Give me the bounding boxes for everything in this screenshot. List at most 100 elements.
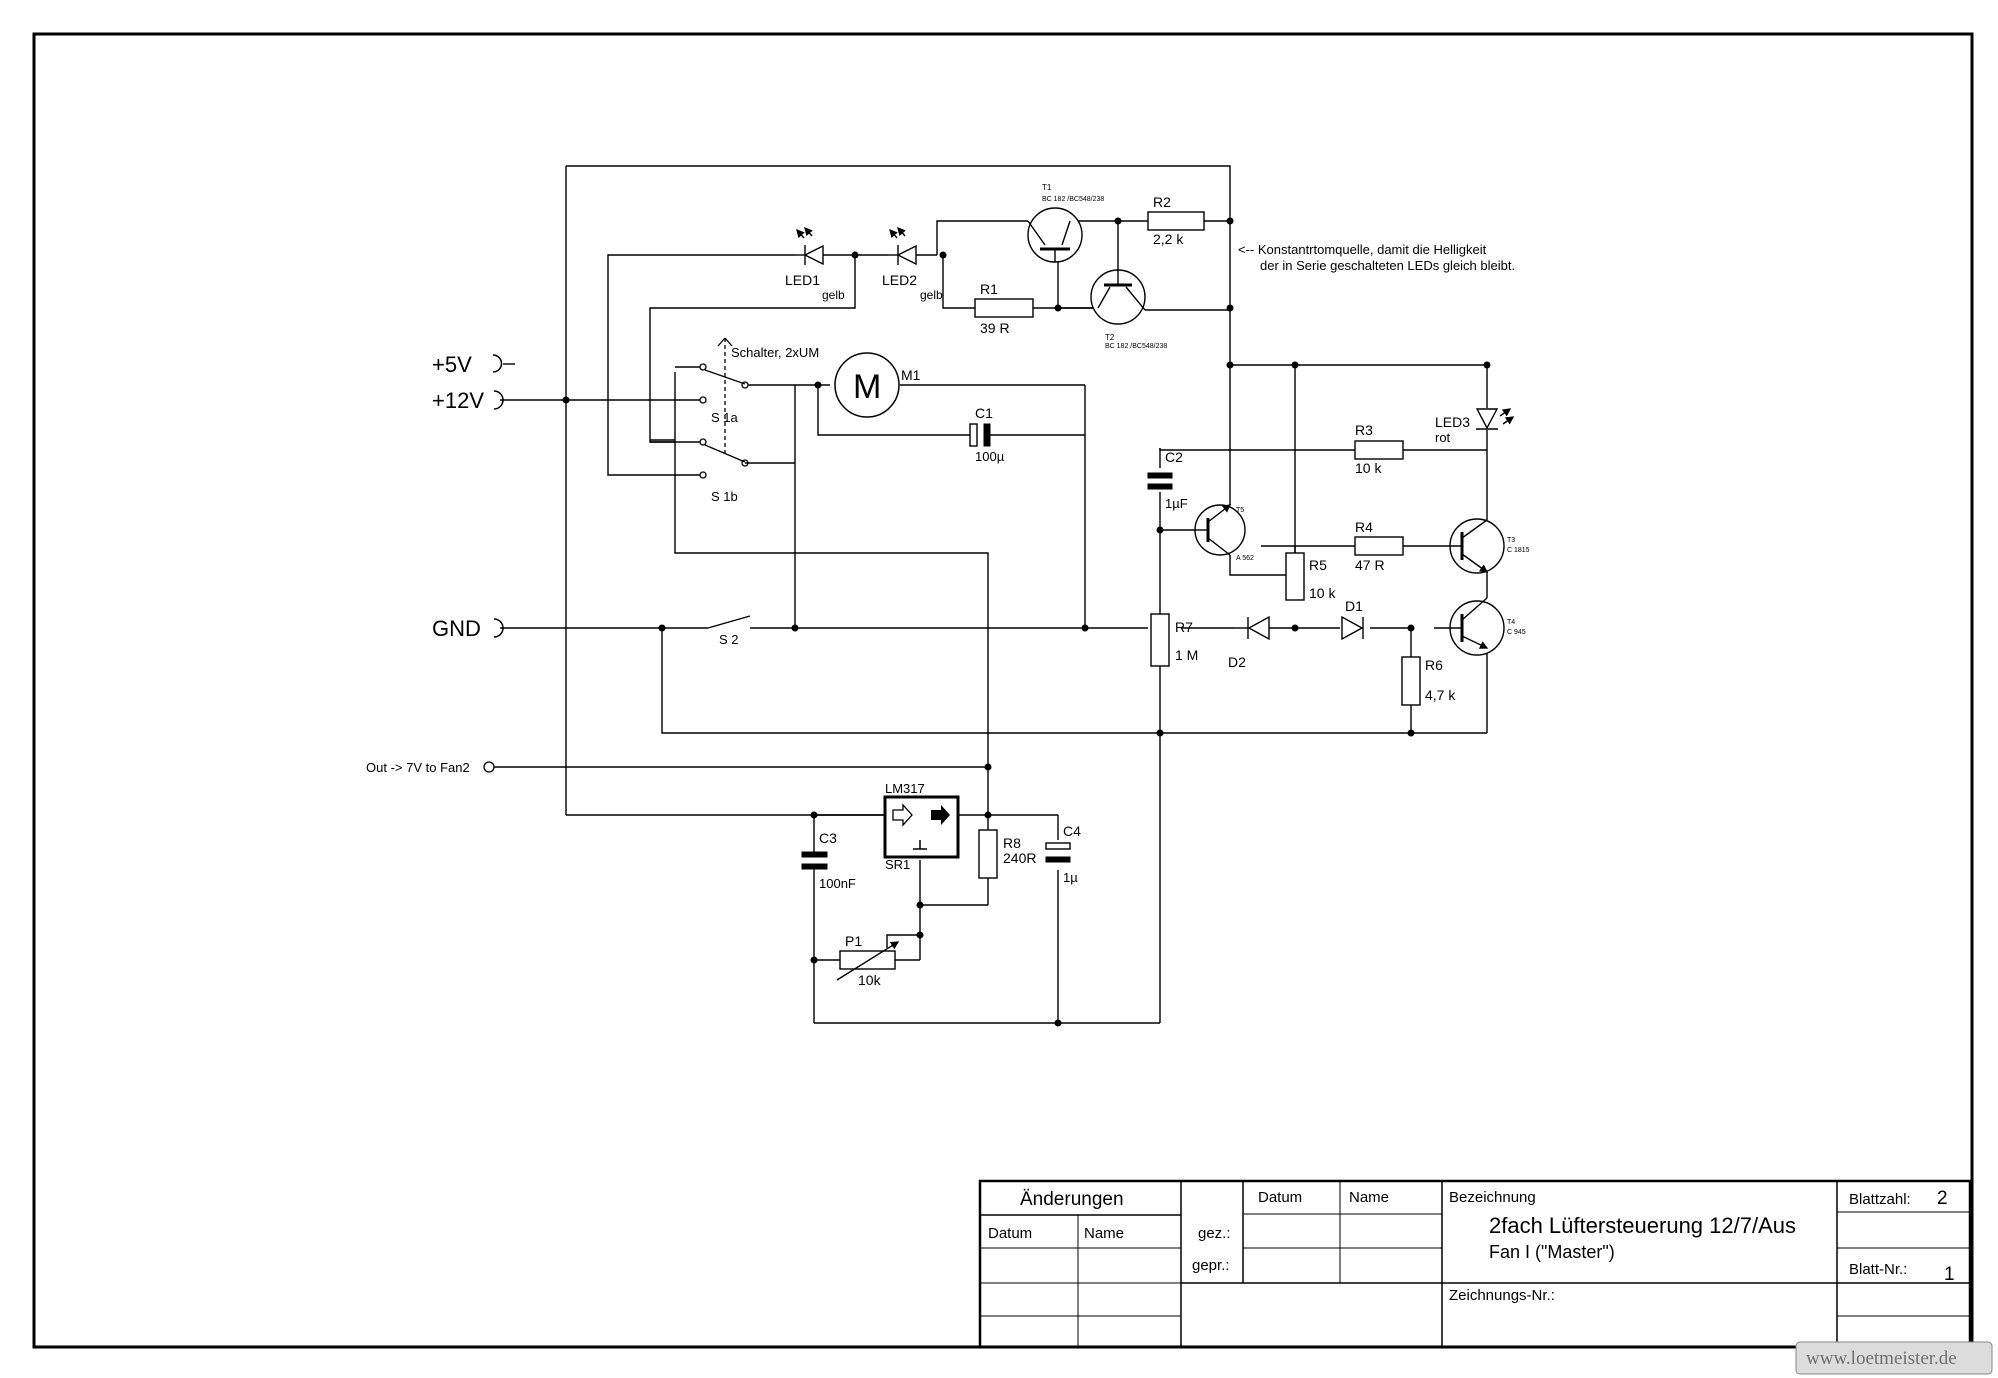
resistor-r8 <box>978 829 998 879</box>
tb-blattzahl-label: Blattzahl: <box>1849 1191 1911 1208</box>
c1-ref: C1 <box>975 405 993 421</box>
p1-wiper <box>836 941 900 981</box>
resistor-r7 <box>1150 613 1170 667</box>
resistor-r5 <box>1285 552 1305 601</box>
port-12v-label: +12V <box>432 388 484 413</box>
potentiometer-p1 <box>839 950 896 970</box>
resistor-r4 <box>1354 536 1404 556</box>
led1-ref: LED1 <box>785 272 820 288</box>
led3 <box>1475 408 1515 430</box>
transistor-t1 <box>1027 207 1083 263</box>
port-gnd: GND <box>432 616 504 641</box>
tb-gez: gez.: <box>1198 1225 1231 1242</box>
switch-s1a: S 1a <box>711 410 739 425</box>
resistors <box>839 211 1421 970</box>
tb-zeichnungs-nr: Zeichnungs-Nr.: <box>1449 1287 1555 1304</box>
port-12v: +12V <box>432 388 504 413</box>
r7-value: 1 M <box>1175 647 1198 663</box>
watermark-text: www.loetmeister.de <box>1806 1348 1957 1369</box>
t1-ref: T1 <box>1042 183 1052 192</box>
m1-ref: M1 <box>901 367 921 383</box>
t4-ref: T4 <box>1507 619 1515 626</box>
transistor-t3 <box>1434 518 1505 574</box>
resistor-r1 <box>974 298 1034 318</box>
transistor-t4 <box>1434 597 1505 656</box>
capacitor-c3 <box>801 851 828 870</box>
d2-ref: D2 <box>1228 654 1246 670</box>
tb-bezeichnung: Bezeichnung <box>1449 1189 1536 1206</box>
r5-ref: R5 <box>1309 557 1327 573</box>
port-5v-label: +5V <box>432 352 472 377</box>
switch-s1b: S 1b <box>711 489 738 504</box>
r1-ref: R1 <box>980 281 998 297</box>
c1-value: 100µ <box>975 449 1005 464</box>
tb-datum-left: Datum <box>988 1225 1032 1242</box>
diode-d1 <box>1341 615 1364 641</box>
tb-blatt-nr-label: Blatt-Nr.: <box>1849 1261 1907 1278</box>
tb-name-top: Name <box>1349 1189 1389 1206</box>
annotation-line2: der in Serie geschalteten LEDs gleich bl… <box>1260 258 1515 273</box>
t3-ref: T3 <box>1507 537 1515 544</box>
capacitor-c2 <box>1147 472 1173 490</box>
annotation-line1: <-- Konstantrtomquelle, damit die Hellig… <box>1238 242 1487 257</box>
tb-name-left: Name <box>1084 1225 1124 1242</box>
t2-ref: T2 <box>1105 333 1115 342</box>
watermark: www.loetmeister.de <box>1795 1341 1993 1375</box>
switch-s2 <box>707 615 751 629</box>
r5-value: 10 k <box>1309 585 1336 601</box>
led2-ref: LED2 <box>882 272 917 288</box>
switch-label: Schalter, 2xUM <box>731 345 819 360</box>
led1-value: gelb <box>822 288 845 302</box>
c3-ref: C3 <box>819 830 837 846</box>
switch-s1 <box>699 337 749 479</box>
r3-value: 10 k <box>1355 460 1382 476</box>
sr1-ref: SR1 <box>885 857 910 872</box>
led2-value: gelb <box>920 288 943 302</box>
switch-s2-label: S 2 <box>719 632 739 647</box>
led3-ref: LED3 <box>1435 414 1470 430</box>
c2-value: 1µF <box>1165 496 1188 511</box>
led2 <box>888 226 917 266</box>
led3-value: rot <box>1435 430 1451 445</box>
tb-blattzahl: 2 <box>1937 1188 1948 1209</box>
r8-value: 240R <box>1003 850 1036 866</box>
capacitor-c1 <box>969 423 991 447</box>
t5-ref: T5 <box>1236 507 1244 514</box>
t3-value: C 1815 <box>1507 547 1530 554</box>
t1-value: BC 182 /BC548/238 <box>1042 196 1104 203</box>
tb-subtitle: Fan I ("Master") <box>1489 1242 1615 1262</box>
port-out-label: Out -> 7V to Fan2 <box>366 760 470 775</box>
tb-blatt-nr: 1 <box>1944 1264 1955 1285</box>
r3-ref: R3 <box>1355 422 1373 438</box>
led1 <box>795 226 824 266</box>
r4-ref: R4 <box>1355 519 1373 535</box>
c2-ref: C2 <box>1165 449 1183 465</box>
t2-value: BC 182 /BC548/238 <box>1105 343 1167 350</box>
d1-ref: D1 <box>1345 598 1363 614</box>
motor-m1: M <box>834 352 900 418</box>
m1-symbol: M <box>853 368 881 406</box>
port-5v: +5V <box>432 352 515 377</box>
regulator-sr1 <box>883 795 960 859</box>
junctions <box>562 217 1491 1027</box>
resistor-r2 <box>1147 211 1205 231</box>
r8-ref: R8 <box>1003 835 1021 851</box>
r2-ref: R2 <box>1153 194 1171 210</box>
p1-ref: P1 <box>845 933 862 949</box>
tb-changes-header: Änderungen <box>1020 1189 1124 1210</box>
p1-value: 10k <box>858 972 882 988</box>
r6-ref: R6 <box>1425 657 1443 673</box>
tb-datum-top: Datum <box>1258 1189 1302 1206</box>
sr1-value: LM317 <box>885 781 925 796</box>
transistor-t5 <box>1194 504 1246 556</box>
diode-d2 <box>1235 615 1270 641</box>
t4-value: C 945 <box>1507 629 1526 636</box>
r7-ref: R7 <box>1175 619 1193 635</box>
transistor-t2 <box>1090 269 1146 325</box>
tb-gepr: gepr.: <box>1192 1257 1230 1274</box>
r1-value: 39 R <box>980 320 1010 336</box>
t5-value: A 562 <box>1236 555 1254 562</box>
c3-value: 100nF <box>819 876 856 891</box>
sheet-frame <box>32 32 1974 1349</box>
